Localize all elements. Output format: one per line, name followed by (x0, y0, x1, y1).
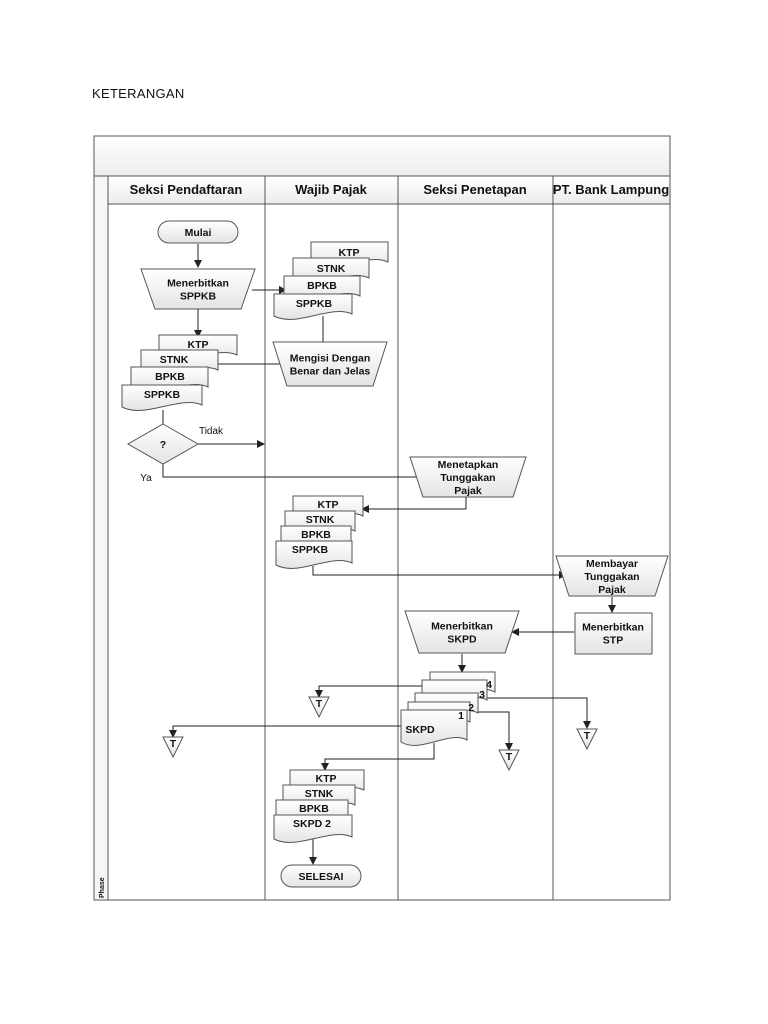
process-menerbitkan-skpd-line-2: SKPD (447, 634, 477, 646)
offpage-connector-wp-label: T (316, 698, 323, 710)
offpage-connector-wp: T (308, 696, 330, 719)
decision-label: ? (160, 439, 166, 451)
decision-yes-label: Ya (140, 473, 152, 484)
doc-stack-skpd-label-5: SKPD (405, 724, 435, 736)
offpage-connector-penetapan: T (498, 749, 520, 772)
doc-stack-seksi-pendaftaran-label-2: STNK (160, 354, 189, 366)
process-menerbitkan-stp-line-1: Menerbitkan (582, 622, 644, 634)
offpage-connector-bank: T (576, 728, 598, 751)
process-membayar-tunggakan-line-1: Membayar (586, 558, 638, 570)
doc-stack-wajib-pajak-mid-label-2: STNK (306, 514, 335, 526)
doc-stack-wajib-pajak-mid-label-4: SPPKB (292, 544, 329, 556)
process-mengisi-dengan-benar-line-2: Benar dan Jelas (290, 366, 371, 378)
doc-stack-seksi-pendaftaran-label-4: SPPKB (144, 389, 181, 401)
process-menerbitkan-stp-line-2: STP (603, 635, 623, 647)
decision-no-label: Tidak (199, 426, 224, 437)
end-terminator-label: SELESAI (299, 871, 344, 883)
doc-stack-wajib-pajak-mid-label-3: BPKB (301, 529, 331, 541)
doc-stack-wajib-pajak-top-label-3: BPKB (307, 280, 337, 292)
lane-wajib-pajak: Wajib Pajak (295, 182, 368, 197)
phase-label: Phase (99, 877, 106, 898)
start-terminator: Mulai (157, 220, 239, 244)
offpage-connector-penetapan-label: T (506, 751, 513, 763)
process-menetapkan-tunggakan-line-2: Tunggakan (440, 472, 495, 484)
doc-stack-seksi-pendaftaran-doc-4 (121, 384, 203, 411)
process-menetapkan-tunggakan-line-3: Pajak (454, 485, 482, 497)
doc-stack-wajib-pajak-top-label-1: KTP (339, 247, 360, 259)
end-terminator: SELESAI (280, 864, 362, 888)
offpage-connector-bank-label: T (584, 730, 591, 742)
doc-stack-wajib-pajak-bottom-label-1: KTP (316, 773, 337, 785)
doc-stack-wajib-pajak-bottom-doc-4 (273, 814, 353, 843)
page-title: KETERANGAN (92, 86, 185, 101)
doc-stack-skpd-label-4: 1 (458, 710, 464, 722)
doc-stack-wajib-pajak-bottom-label-3: BPKB (299, 803, 329, 815)
doc-stack-wajib-pajak-bottom-label-2: STNK (305, 788, 334, 800)
doc-stack-wajib-pajak-bottom-label-4: SKPD 2 (293, 818, 331, 830)
doc-stack-seksi-pendaftaran-label-1: KTP (188, 339, 209, 351)
doc-stack-seksi-pendaftaran-label-3: BPKB (155, 371, 185, 383)
doc-stack-wajib-pajak-top-doc-4 (273, 293, 353, 320)
start-terminator-label: Mulai (185, 227, 212, 239)
doc-stack-wajib-pajak-bottom: KTP STNK BPKB SKPD 2 (273, 769, 365, 843)
doc-stack-wajib-pajak-top-label-2: STNK (317, 263, 346, 275)
doc-stack-skpd-label-3: 2 (468, 702, 474, 714)
offpage-connector-sp-label: T (170, 738, 177, 750)
doc-stack-wajib-pajak-mid-label-1: KTP (318, 499, 339, 511)
process-menerbitkan-sppkb-line-1: Menerbitkan (167, 278, 229, 290)
lane-pt-bank-lampung: PT. Bank Lampung (553, 182, 669, 197)
process-menetapkan-tunggakan-line-1: Menetapkan (438, 459, 499, 471)
process-membayar-tunggakan-line-2: Tunggakan (584, 571, 639, 583)
doc-stack-skpd-label-2: 3 (479, 689, 485, 701)
lane-seksi-penetapan: Seksi Penetapan (423, 182, 526, 197)
doc-stack-wajib-pajak-top-label-4: SPPKB (296, 298, 333, 310)
process-mengisi-dengan-benar-line-1: Mengisi Dengan (290, 353, 371, 365)
doc-stack-wajib-pajak-mid-doc-4 (275, 540, 353, 569)
connectors (162, 244, 616, 865)
process-membayar-tunggakan-line-3: Pajak (598, 584, 626, 596)
doc-stack-skpd-doc-5 (400, 709, 468, 746)
swimlane-pool: Phase Seksi Pendaftaran Wajib Pajak Seks… (93, 135, 671, 901)
offpage-connector-sp: T (162, 736, 184, 759)
lane-seksi-pendaftaran: Seksi Pendaftaran (130, 182, 243, 197)
process-menerbitkan-skpd-line-1: Menerbitkan (431, 621, 493, 633)
doc-stack-seksi-pendaftaran: KTP STNK BPKB SPPKB (121, 334, 238, 411)
doc-stack-wajib-pajak-mid: KTP STNK BPKB SPPKB (275, 495, 364, 569)
doc-stack-wajib-pajak-top: KTP STNK BPKB SPPKB (273, 241, 389, 320)
doc-stack-skpd-label-1: 4 (486, 679, 492, 691)
process-menerbitkan-sppkb-line-2: SPPKB (180, 291, 217, 303)
